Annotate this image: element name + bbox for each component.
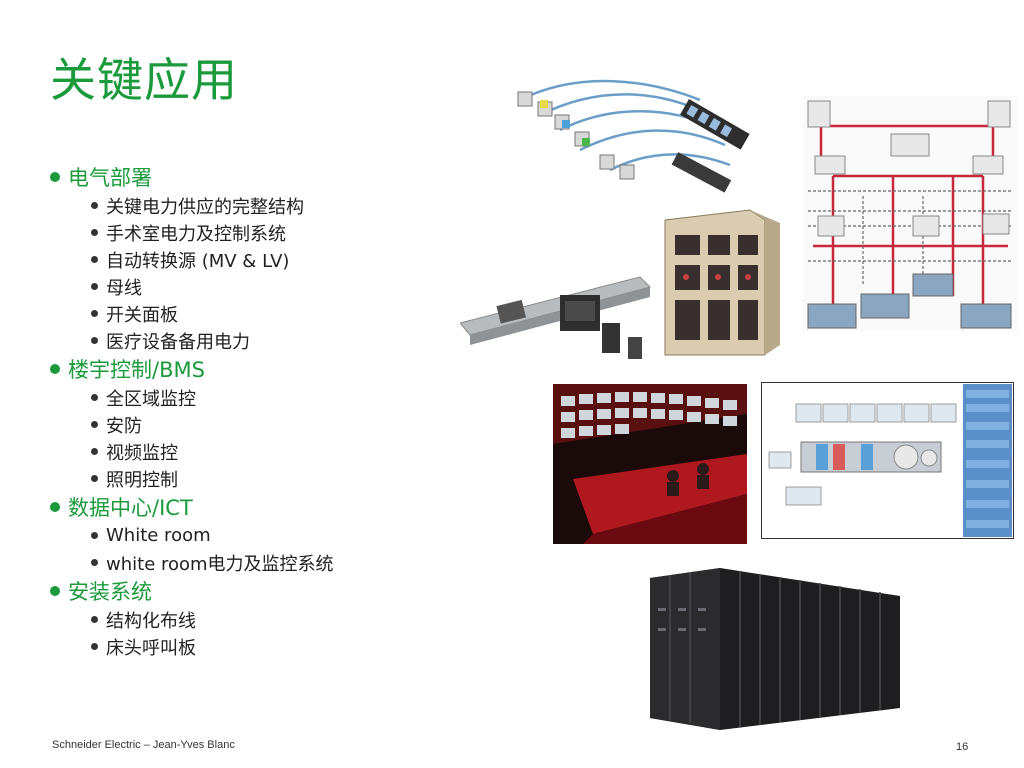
list-item-text: 全区域监控 (106, 388, 196, 410)
bullet-dot (91, 394, 98, 401)
list-item: 母线 (50, 273, 470, 300)
list-item-text: 开关面板 (106, 304, 178, 326)
server-racks-image (650, 568, 905, 730)
list-item-text: 结构化布线 (106, 610, 196, 632)
bullet-dot (50, 586, 60, 596)
bullet-dot (91, 421, 98, 428)
slide-title: 关键应用 (50, 53, 238, 107)
list-item: 医疗设备备用电力 (50, 327, 470, 354)
bullet-dot (50, 364, 60, 374)
list-item-text: 母线 (106, 277, 142, 299)
list-item: 照明控制 (50, 465, 470, 492)
list-item-text: 照明控制 (106, 469, 178, 491)
bms-hvac-screen (761, 382, 1014, 539)
bullet-dot (91, 256, 98, 263)
list-item: White room (50, 522, 470, 549)
section-heading-text: 数据中心/ICT (68, 496, 193, 520)
bullet-dot (91, 310, 98, 317)
section-heading: 安装系统 (50, 576, 470, 606)
bullet-dot (91, 643, 98, 650)
bullet-dot (50, 502, 60, 512)
section-heading-text: 电气部署 (68, 166, 152, 190)
section-heading: 数据中心/ICT (50, 492, 470, 522)
list-item: 自动转换源 (MV & LV) (50, 246, 470, 273)
bullet-dot (91, 448, 98, 455)
list-item: white room电力及监控系统 (50, 549, 470, 576)
list-item-text: 关键电力供应的完整结构 (106, 196, 304, 218)
list-item: 关键电力供应的完整结构 (50, 192, 470, 219)
bullet-dot (91, 475, 98, 482)
list-item: 床头呼叫板 (50, 633, 470, 660)
list-item-text: White room (106, 525, 211, 546)
section-heading-text: 楼宇控制/BMS (68, 358, 205, 382)
list-item-text: 自动转换源 (MV & LV) (106, 250, 290, 272)
busbar-switchgear-image (460, 205, 795, 365)
list-item-text: 医疗设备备用电力 (106, 331, 250, 353)
list-item-text: 视频监控 (106, 442, 178, 464)
list-item: 结构化布线 (50, 606, 470, 633)
list-item-text: white room电力及监控系统 (106, 553, 334, 575)
list-item: 安防 (50, 411, 470, 438)
bullet-dot (50, 172, 60, 182)
bullet-dot (91, 283, 98, 290)
cabling-connectors-image (500, 70, 750, 195)
bullet-dot (91, 532, 98, 539)
list-item: 开关面板 (50, 300, 470, 327)
list-item-text: 安防 (106, 415, 142, 437)
section-heading-text: 安装系统 (68, 580, 152, 604)
bullet-dot (91, 229, 98, 236)
footer-author: Schneider Electric – Jean-Yves Blanc (52, 739, 235, 751)
list-item: 手术室电力及控制系统 (50, 219, 470, 246)
list-item: 视频监控 (50, 438, 470, 465)
bullet-dot (91, 202, 98, 209)
list-item-text: 手术室电力及控制系统 (106, 223, 286, 245)
control-room-image (553, 384, 747, 544)
list-item-text: 床头呼叫板 (106, 637, 196, 659)
building-network-diagram (803, 96, 1018, 331)
section-heading: 楼宇控制/BMS (50, 354, 470, 384)
bullet-dot (91, 337, 98, 344)
page-number: 16 (956, 741, 969, 753)
bullet-list: 电气部署 关键电力供应的完整结构 手术室电力及控制系统 自动转换源 (MV & … (50, 162, 470, 660)
list-item: 全区域监控 (50, 384, 470, 411)
bullet-dot (91, 559, 98, 566)
bullet-dot (91, 616, 98, 623)
section-heading: 电气部署 (50, 162, 470, 192)
